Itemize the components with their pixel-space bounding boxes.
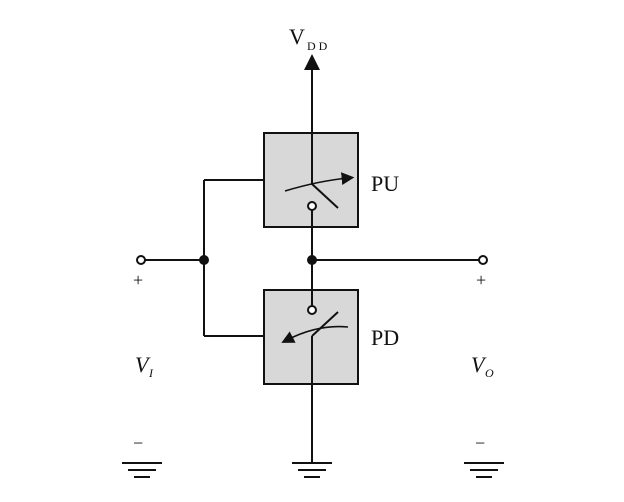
input-junction-dot <box>199 255 209 265</box>
pulldown-switch-blade <box>311 311 339 337</box>
pullup-label: PU <box>371 171 399 196</box>
output-minus-sign: − <box>475 433 485 453</box>
pullup-switch-contact <box>307 201 317 211</box>
ground-symbol-input <box>122 462 162 478</box>
output-plus-sign: + <box>476 270 486 290</box>
pullup-switch-blade <box>311 183 339 209</box>
pulldown-switch-arrow <box>281 325 349 343</box>
pulldown-label: PD <box>371 325 399 350</box>
input-label-sub: I <box>148 366 154 380</box>
output-label-main: V <box>471 352 487 377</box>
vdd-label-main: V <box>289 24 305 49</box>
output-junction-dot <box>307 255 317 265</box>
ground-symbol-output <box>464 462 504 478</box>
input-label-main: V <box>135 352 151 377</box>
input-minus-sign: − <box>133 433 143 453</box>
pulldown-switch-contact <box>307 305 317 315</box>
output-label-sub: O <box>485 366 494 380</box>
pullup-switch-arrow <box>284 172 355 192</box>
output-terminal <box>478 255 488 265</box>
input-terminal <box>136 255 146 265</box>
input-plus-sign: + <box>133 270 143 290</box>
vdd-label-sub: DD <box>307 39 330 53</box>
ground-symbol-center <box>292 462 332 478</box>
